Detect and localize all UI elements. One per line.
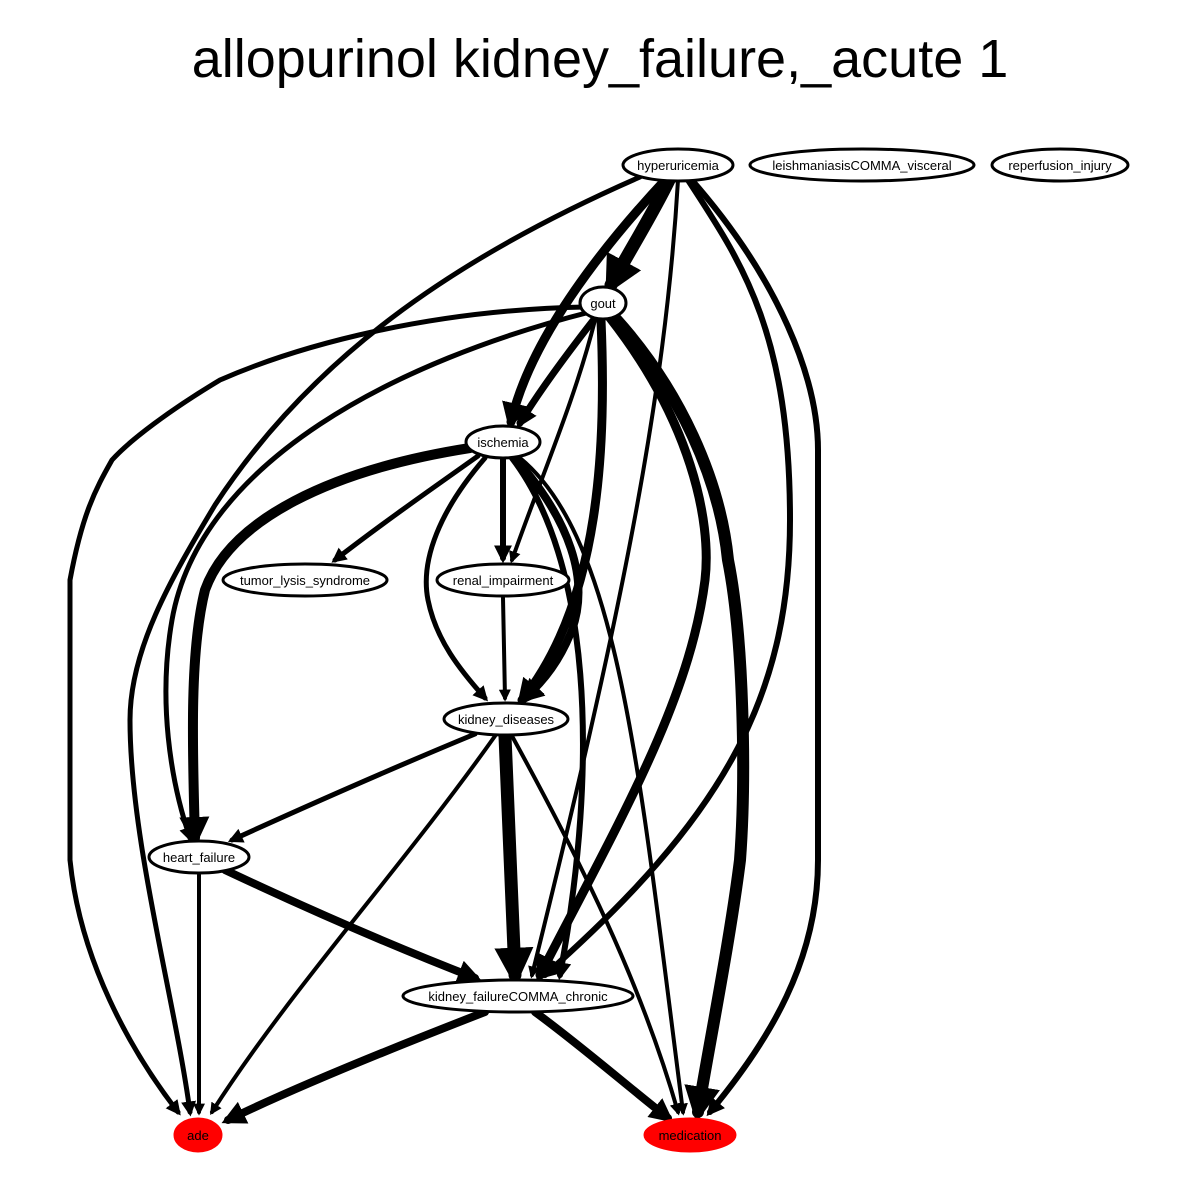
node-heart-failure[interactable]: heart_failure <box>147 839 251 875</box>
node-reperfusion-injury[interactable]: reperfusion_injury <box>990 147 1130 183</box>
edge-hyperuricemia-medication <box>687 175 822 1117</box>
edge-gout-kidney-diseases <box>516 315 607 707</box>
node-label: renal_impairment <box>453 573 554 588</box>
node-label: reperfusion_injury <box>1008 158 1112 173</box>
node-kidney-diseases[interactable]: kidney_diseases <box>442 701 570 737</box>
edge-ischemia-medication <box>518 456 688 1116</box>
node-ischemia[interactable]: ischemia <box>464 424 542 460</box>
edge-gout-heart-failure <box>163 309 593 843</box>
node-hyperuricemia[interactable]: hyperuricemia <box>621 147 735 183</box>
node-renal-impairment[interactable]: renal_impairment <box>435 562 571 598</box>
edge-kfc-ade <box>221 1008 489 1124</box>
edge-hyperuricemia-heart-failure <box>127 174 643 1117</box>
node-tumor-lysis-syndrome[interactable]: tumor_lysis_syndrome <box>221 562 389 598</box>
node-ade[interactable]: ade <box>173 1117 223 1153</box>
edge-gout-renal <box>509 318 597 564</box>
edge-renal-kidney-diseases <box>498 596 511 702</box>
edge-ischemia-kidney-diseases-b <box>511 454 583 703</box>
edge-ischemia-heart-failure <box>179 443 475 847</box>
node-label: gout <box>590 296 616 311</box>
edge-gout-medication <box>609 312 750 1123</box>
node-medication[interactable]: medication <box>643 1117 737 1153</box>
edge-heart-failure-kfc <box>221 866 482 984</box>
node-label: kidney_diseases <box>458 712 555 727</box>
edge-kidney-diseases-kfc <box>494 729 534 987</box>
node-label: hyperuricemia <box>637 158 719 173</box>
node-label: ade <box>187 1128 209 1143</box>
edge-gout-ischemia <box>516 314 599 429</box>
node-label: medication <box>659 1128 722 1143</box>
edge-ischemia-kfc <box>509 455 586 981</box>
node-label: heart_failure <box>163 850 235 865</box>
edge-gout-kfc <box>535 313 711 983</box>
node-leishmaniasis[interactable]: leishmaniasisCOMMA_visceral <box>748 147 976 183</box>
node-gout[interactable]: gout <box>578 285 628 321</box>
graph-title: allopurinol kidney_failure,_acute 1 <box>191 29 1009 89</box>
edge-kfc-medication <box>531 1008 674 1123</box>
edge-ischemia-tls <box>331 453 481 563</box>
node-label: leishmaniasisCOMMA_visceral <box>772 158 951 173</box>
edge-gout-ade <box>67 304 588 1116</box>
node-kidney-failure-chronic[interactable]: kidney_failureCOMMA_chronic <box>401 978 635 1014</box>
edge-hyperuricemia-kfc-b <box>540 177 794 979</box>
edge-kidney-diseases-heart-failure <box>227 731 478 843</box>
edge-kidney-diseases-medication <box>510 734 682 1116</box>
node-label: kidney_failureCOMMA_chronic <box>428 989 608 1004</box>
node-label: tumor_lysis_syndrome <box>240 573 370 588</box>
node-label: ischemia <box>477 435 529 450</box>
edge-hyperuricemia-gout <box>604 171 677 296</box>
edge-hyperuricemia-kfc-a <box>528 178 680 979</box>
edge-ischemia-kidney-diseases-a <box>423 455 488 702</box>
edge-hyperuricemia-ischemia <box>502 175 670 430</box>
